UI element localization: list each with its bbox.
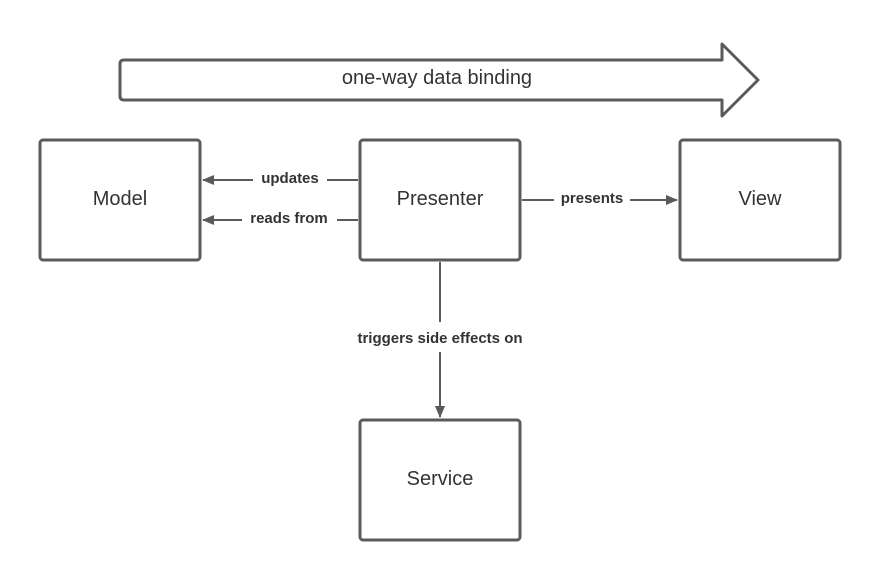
service-box [358, 418, 522, 542]
banner-arrow-shape [118, 42, 760, 118]
banner-arrow: one-way data binding [118, 42, 760, 118]
service-node: Service [358, 418, 522, 542]
view-label: View [739, 188, 783, 210]
model-node: Model [38, 138, 202, 262]
presenter-box [358, 138, 522, 262]
model-box [38, 138, 202, 262]
edge-reads-from: reads from [202, 210, 358, 227]
view-box [678, 138, 842, 262]
reads-from-label: reads from [250, 210, 328, 227]
view-node: View [678, 138, 842, 262]
presenter-label: Presenter [397, 188, 484, 210]
triggers-label: triggers side effects on [357, 330, 522, 347]
edge-updates: updates [202, 170, 358, 187]
presenter-node: Presenter [358, 138, 522, 262]
edge-presents: presents [522, 190, 678, 207]
updates-label: updates [261, 170, 319, 187]
service-label: Service [407, 468, 474, 490]
presents-label: presents [561, 190, 624, 207]
model-label: Model [93, 188, 147, 210]
banner-label: one-way data binding [342, 67, 532, 89]
edge-triggers: triggers side effects on [357, 262, 523, 418]
